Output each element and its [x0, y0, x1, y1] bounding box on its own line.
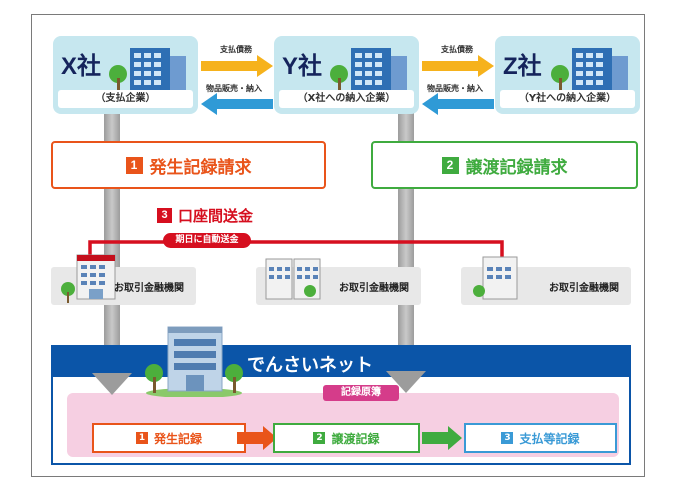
- densai-building-icon: [145, 326, 243, 397]
- bank-building-icon: [265, 258, 321, 300]
- bank-y: お取引金融機関: [256, 258, 421, 305]
- record-transfer-number: 2: [313, 432, 326, 444]
- record-issue-number: 1: [135, 432, 148, 444]
- record-transfer: 2 譲渡記録: [273, 423, 420, 453]
- company-y: Y社 （X社への納入企業）: [274, 36, 419, 114]
- remittance-label: 口座間送金: [178, 207, 254, 225]
- densai-net-title: でんさいネット: [247, 355, 373, 376]
- bank-z: お取引金融機関: [461, 256, 631, 305]
- record-payment: 3 支払等記録: [464, 423, 617, 453]
- company-x: X社 （支払企業）: [53, 36, 198, 114]
- delivery-label-zy: 物品販売・納入: [427, 84, 483, 93]
- arrow-delivery-yx: [201, 93, 273, 115]
- arrow-payment-yz: [422, 55, 494, 77]
- remittance-title: 3 口座間送金: [157, 205, 253, 226]
- record-arrow-1: [237, 426, 277, 450]
- record-transfer-label: 譲渡記録: [331, 431, 380, 446]
- transfer-request-box: 2 譲渡記録請求: [371, 141, 638, 189]
- delivery-label-yx: 物品販売・納入: [206, 84, 262, 93]
- building-icon: [551, 48, 628, 92]
- issue-request-box: 1 発生記録請求: [51, 141, 326, 189]
- pipe-arrow-x: [92, 373, 132, 395]
- company-y-role: （X社への納入企業）: [279, 90, 414, 108]
- issue-request-number: 1: [125, 156, 143, 174]
- arrow-payment-xy: [201, 55, 273, 77]
- company-z: Z社 （Y社への納入企業）: [495, 36, 640, 114]
- building-icon: [330, 48, 407, 92]
- transfer-request-label: 譲渡記録請求: [465, 157, 568, 178]
- pipe-arrow-y: [386, 371, 426, 393]
- bank-y-label: お取引金融機関: [339, 283, 409, 294]
- record-issue-label: 発生記録: [153, 431, 202, 446]
- ledger-label: 記録原簿: [323, 385, 399, 401]
- record-issue: 1 発生記録: [92, 423, 246, 453]
- company-z-role: （Y社への納入企業）: [500, 90, 635, 108]
- auto-remit-badge: 期日に自動送金: [163, 233, 251, 248]
- company-x-role: （支払企業）: [58, 90, 193, 108]
- bank-building-icon: [61, 254, 116, 303]
- building-icon: [109, 48, 186, 92]
- company-x-name: X社: [61, 53, 102, 80]
- diagram-frame: X社 （支払企業） Y社 （X社: [31, 14, 645, 477]
- company-y-name: Y社: [282, 53, 323, 80]
- payment-label-yz: 支払債務: [441, 45, 473, 54]
- bank-z-label: お取引金融機関: [549, 283, 619, 294]
- transfer-request-number: 2: [441, 156, 459, 174]
- record-arrow-2: [422, 426, 462, 450]
- payment-label-xy: 支払債務: [220, 45, 252, 54]
- bank-x: お取引金融機関: [51, 254, 196, 305]
- issue-request-label: 発生記録請求: [149, 157, 252, 178]
- bank-building-icon: [473, 256, 518, 300]
- remittance-number: 3: [157, 208, 172, 223]
- record-payment-number: 3: [501, 432, 514, 444]
- company-z-name: Z社: [503, 53, 542, 80]
- record-payment-label: 支払等記録: [519, 431, 580, 446]
- bank-x-label: お取引金融機関: [114, 283, 184, 294]
- arrow-delivery-zy: [422, 93, 494, 115]
